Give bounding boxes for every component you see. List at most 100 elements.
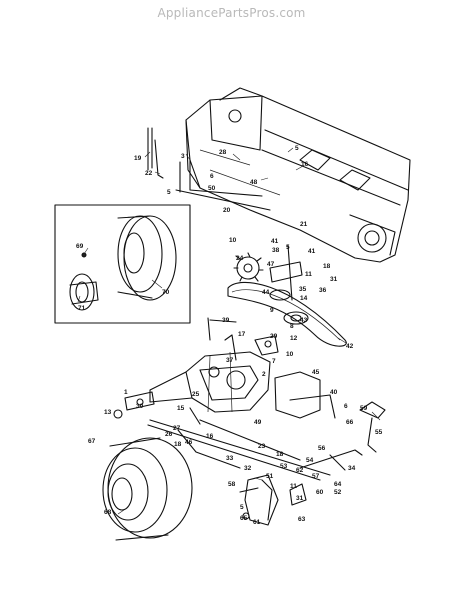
callout-44: 44 [262,289,270,296]
callout-8: 8 [290,323,294,330]
callout-47: 47 [267,261,275,268]
callout-9: 9 [270,307,274,314]
callout-15: 15 [177,405,185,412]
callout-25: 25 [192,391,200,398]
drive-belt [227,282,347,347]
callout-54: 54 [306,457,314,464]
callout-38: 38 [272,247,280,254]
callout-41: 41 [308,248,316,255]
callout-14: 14 [300,295,308,302]
mount-bracket [274,371,336,419]
callout-41: 41 [271,238,279,245]
callout-2: 2 [262,371,266,378]
leader-lines [77,147,381,515]
callout-11: 11 [290,483,297,490]
brake-pedal [359,401,386,453]
rod-bracket [175,159,271,211]
callout-18: 18 [323,263,331,270]
callout-40: 40 [330,389,338,396]
callout-43: 43 [300,317,308,324]
fan-wheel [233,252,264,282]
callout-1: 1 [124,389,128,396]
callout-67: 67 [88,438,96,445]
callout-16: 16 [206,433,214,440]
callout-6: 6 [344,403,348,410]
callout-27: 27 [173,425,181,432]
callout-34: 34 [348,465,356,472]
cross-rod [299,449,363,471]
callout-58: 58 [228,481,236,488]
callout-63: 63 [298,516,306,523]
callout-20: 20 [223,207,231,214]
callout-56: 56 [318,445,326,452]
callout-71: 71 [78,305,86,312]
callout-5: 5 [295,145,299,152]
callout-69: 69 [76,243,84,250]
callout-30: 30 [136,403,144,410]
callout-55: 55 [375,429,383,436]
callout-28: 28 [219,149,227,156]
callout-36: 36 [319,287,327,294]
callout-70: 70 [162,289,170,296]
callout-65: 65 [240,515,248,522]
idler-assembly [269,244,309,325]
rod-39 [207,317,237,361]
callout-66: 66 [346,419,354,426]
transaxle [149,335,279,413]
callout-68: 68 [104,509,112,516]
callout-57: 57 [312,473,320,480]
callout-18: 18 [174,441,182,448]
watermark-text: AppliancePartsPros.com [157,6,306,20]
callout-5: 5 [167,189,171,196]
callout-31: 31 [296,495,304,502]
callout-10: 10 [229,237,237,244]
callout-39: 39 [222,317,230,324]
axle-hub [113,391,155,419]
callout-49: 49 [254,419,262,426]
callout-22: 22 [145,170,153,177]
callout-19: 19 [134,155,142,162]
callout-50: 50 [208,185,216,192]
callout-32: 32 [244,465,252,472]
callout-60: 60 [316,489,324,496]
foot-pedal-assembly [239,474,307,526]
callout-5: 5 [286,244,290,251]
callout-26: 26 [165,431,173,438]
callout-24: 24 [236,255,244,262]
callout-labels: 19 22 3 5 16 48 5 28 50 20 6 69 70 71 10… [76,145,383,526]
callout-3: 3 [181,153,185,160]
callout-31: 31 [330,276,338,283]
callout-6: 6 [210,173,214,180]
callout-52: 52 [334,489,342,496]
callout-29: 29 [270,333,278,340]
callout-48: 48 [250,179,258,186]
linkage-rods [147,407,331,481]
callout-46: 46 [185,439,193,446]
callout-7: 7 [272,358,276,365]
callout-53: 53 [280,463,288,470]
callout-64: 64 [334,481,342,488]
wheel-inset [54,204,191,324]
front-wheel [102,437,193,541]
callout-13: 13 [104,409,112,416]
callout-37: 37 [226,357,234,364]
callout-17: 17 [238,331,246,338]
callout-62: 62 [296,467,304,474]
callout-33: 33 [226,455,234,462]
callout-10: 10 [286,351,294,358]
callout-16: 16 [301,161,309,168]
callout-59: 59 [360,405,368,412]
callout-12: 12 [290,335,298,342]
callout-23: 23 [258,443,266,450]
pin-19 [147,127,164,179]
callout-35: 35 [299,286,307,293]
callout-45: 45 [312,369,320,376]
callout-11: 11 [305,271,312,278]
chassis-frame [185,87,411,263]
callout-42: 42 [346,343,354,350]
callout-61: 61 [253,519,261,526]
callout-5: 5 [240,504,244,511]
callout-51: 51 [266,473,274,480]
callout-21: 21 [300,221,308,228]
